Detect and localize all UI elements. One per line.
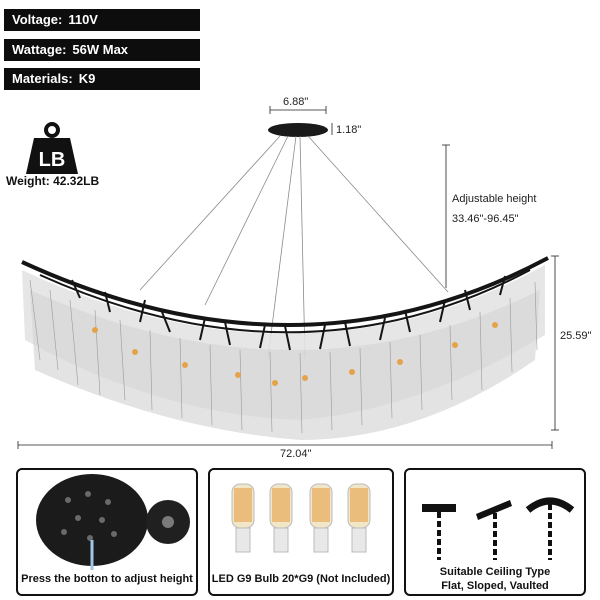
lit-bulbs [92,322,498,386]
canopy-detail-image [36,474,190,570]
weight-icon: LB [26,122,78,174]
panel-bulbs: LED G9 Bulb 20*G9 (Not Included) [208,468,394,596]
canopy [268,123,328,137]
spec-wattage: Wattage: 56W Max [4,39,200,61]
panel-canopy-caption: Press the botton to adjust height [21,573,193,585]
spec-voltage-value: 110V [68,12,98,27]
spec-materials-value: K9 Crystal+Aluminum [12,71,128,108]
panel-bulbs-caption: LED G9 Bulb 20*G9 (Not Included) [211,573,391,585]
branch-frame [21,256,549,327]
g9-bulbs-image [231,483,371,553]
weight-label: Weight: [6,174,50,188]
crystal-strands [29,279,538,434]
spec-voltage: Voltage: 110V [4,9,200,31]
weight-icon-label: LB [39,149,66,171]
flat-ceiling-icon [422,504,456,560]
g9-bulb [309,483,333,553]
g9-bulb [231,483,255,553]
weight-text: Weight: 42.32LB [6,174,99,188]
g9-bulb [269,483,293,553]
canopy-width-label: 6.88" [283,96,309,108]
canopy-height-label: 1.18" [336,124,362,136]
panel-ceiling-caption-2: Flat, Sloped, Vaulted [441,580,549,592]
spec-wattage-value: 56W Max [72,42,129,57]
crystal-cascade [22,265,545,440]
spec-materials-label: Materials: [12,71,73,86]
panel-ceiling-caption-1: Suitable Ceiling Type [439,566,551,578]
sloped-ceiling-icon [476,500,512,560]
vaulted-ceiling-icon [525,497,575,560]
g9-bulb [347,483,371,553]
panel-ceiling-types: Suitable Ceiling Type Flat, Sloped, Vaul… [404,468,586,596]
adjustable-height-label: Adjustable height [452,193,537,205]
spec-voltage-label: Voltage: [12,12,63,27]
branches [71,275,506,351]
total-width-label: 72.04" [280,448,312,460]
body-height-label: 25.59" [560,330,592,342]
suspension-wires [139,135,449,359]
spec-materials: Materials:K9 Crystal+Aluminum [4,68,200,108]
panel-canopy-detail: Press the botton to adjust height [16,468,198,596]
adjustable-height-range: 33.46"-96.45" [452,213,519,225]
spec-wattage-label: Wattage: [12,42,67,57]
ceiling-types-image [422,497,575,560]
weight-value: 42.32LB [53,174,100,188]
